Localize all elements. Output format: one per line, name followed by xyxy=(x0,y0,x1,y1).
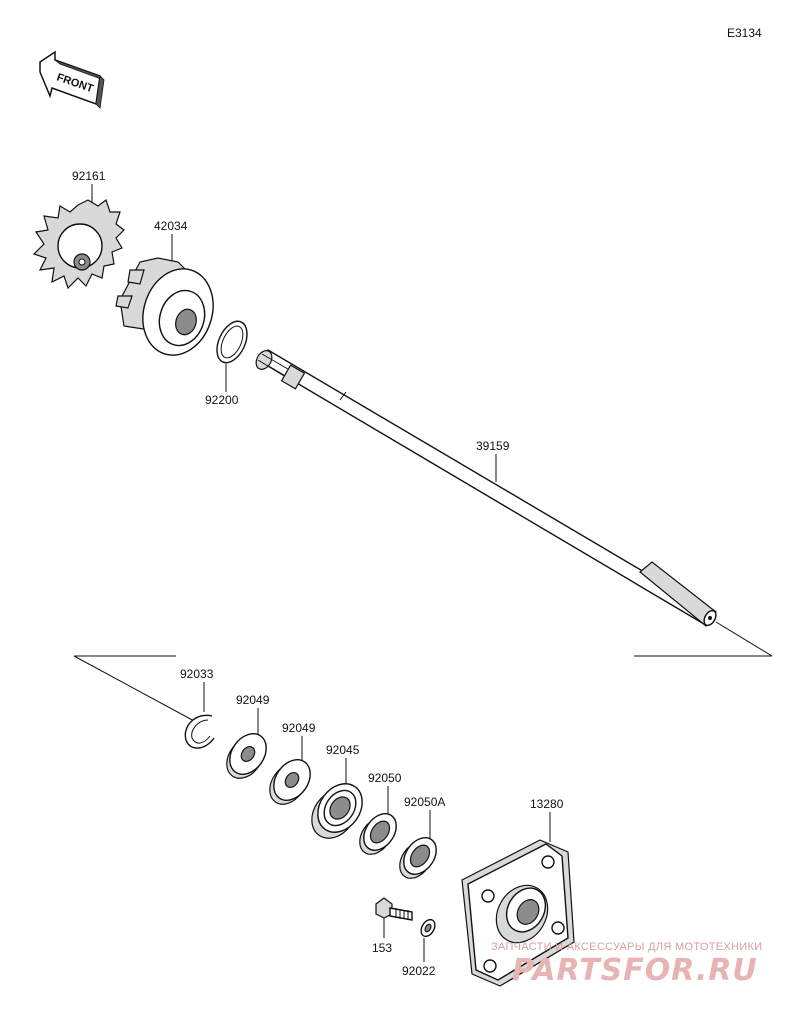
shaft-part xyxy=(255,349,717,627)
washer-part xyxy=(420,918,436,938)
watermark-brand: PARTSFOR.RU xyxy=(512,953,758,988)
housing-part xyxy=(461,839,575,987)
label-92161: 92161 xyxy=(72,169,106,183)
label-92050a: 92050A xyxy=(404,795,445,809)
circlip-part xyxy=(184,714,215,749)
label-92045: 92045 xyxy=(326,743,360,757)
impeller-vane-part xyxy=(32,199,125,290)
bearing-part xyxy=(311,783,363,839)
label-92033: 92033 xyxy=(180,667,214,681)
diagram-code: E3134 xyxy=(727,26,762,40)
label-92050: 92050 xyxy=(368,771,402,785)
impeller-part xyxy=(115,257,214,356)
label-92200: 92200 xyxy=(205,393,239,407)
collar-part-1 xyxy=(226,733,267,779)
collar-part-2 xyxy=(269,759,311,805)
watermark-tagline: ЗАПЧАСТИ И АКСЕССУАРЫ ДЛЯ МОТОТЕХНИКИ xyxy=(491,941,762,953)
oil-seal-a-part xyxy=(399,837,437,879)
label-39159: 39159 xyxy=(476,439,510,453)
front-arrow-icon: FRONT xyxy=(39,50,105,109)
oil-seal-part xyxy=(359,813,397,855)
label-153: 153 xyxy=(372,941,392,955)
label-42034: 42034 xyxy=(154,219,188,233)
label-92049-a: 92049 xyxy=(236,693,270,707)
label-92022: 92022 xyxy=(402,964,436,978)
label-13280: 13280 xyxy=(530,797,564,811)
shim-ring-part xyxy=(216,320,248,364)
bolt-part xyxy=(375,897,413,921)
label-92049-b: 92049 xyxy=(282,721,316,735)
